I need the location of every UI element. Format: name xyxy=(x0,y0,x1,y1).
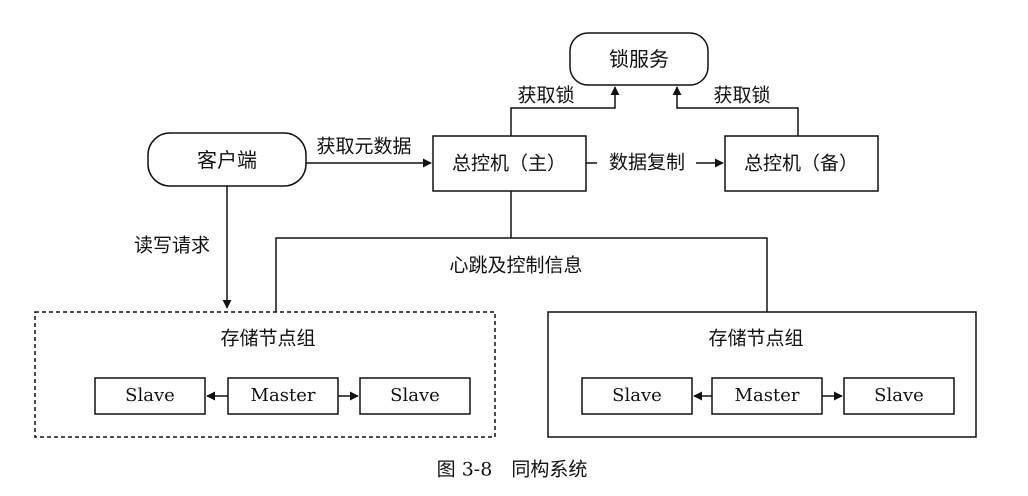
lock-service-label: 锁服务 xyxy=(609,47,669,71)
right-master-box xyxy=(711,377,823,415)
master-backup-box xyxy=(724,135,879,192)
left-slave-left-label: Slave xyxy=(125,385,175,406)
left-master-label: Master xyxy=(250,385,316,406)
master-backup-label: 总控机（备） xyxy=(743,152,859,175)
client-label: 客户端 xyxy=(197,148,257,172)
storage-group-right-box xyxy=(547,311,977,438)
master-primary-label: 总控机（主） xyxy=(451,152,567,175)
data-replication-label: 数据复制 xyxy=(608,151,686,174)
heartbeat-control-label: 心跳及控制信息 xyxy=(449,254,583,277)
right-slave-right-box xyxy=(843,377,955,415)
right-slave-left-box xyxy=(581,377,693,415)
acquire-lock-primary-label: 获取锁 xyxy=(517,84,575,107)
figure-caption: 图 3-8 同构系统 xyxy=(436,458,588,481)
storage-group-left-title: 存储节点组 xyxy=(220,327,316,350)
edge-backup-to-lock xyxy=(672,86,799,136)
edge-heartbeat-bus xyxy=(275,237,768,312)
right-master-label: Master xyxy=(734,385,800,406)
left-slave-left-box xyxy=(94,377,206,415)
read-write-request-label: 读写请求 xyxy=(133,234,211,257)
acquire-lock-backup-label: 获取锁 xyxy=(713,84,771,107)
lock-service-box xyxy=(569,32,709,86)
edge-primary-to-lock xyxy=(510,86,620,136)
storage-group-right-title: 存储节点组 xyxy=(708,327,804,350)
left-slave-right-box xyxy=(359,377,471,415)
right-slave-right-label: Slave xyxy=(874,385,924,406)
get-metadata-label: 获取元数据 xyxy=(316,135,412,158)
right-slave-left-label: Slave xyxy=(612,385,662,406)
storage-group-left-box xyxy=(34,311,496,438)
left-slave-right-label: Slave xyxy=(390,385,440,406)
master-primary-box xyxy=(432,135,587,192)
